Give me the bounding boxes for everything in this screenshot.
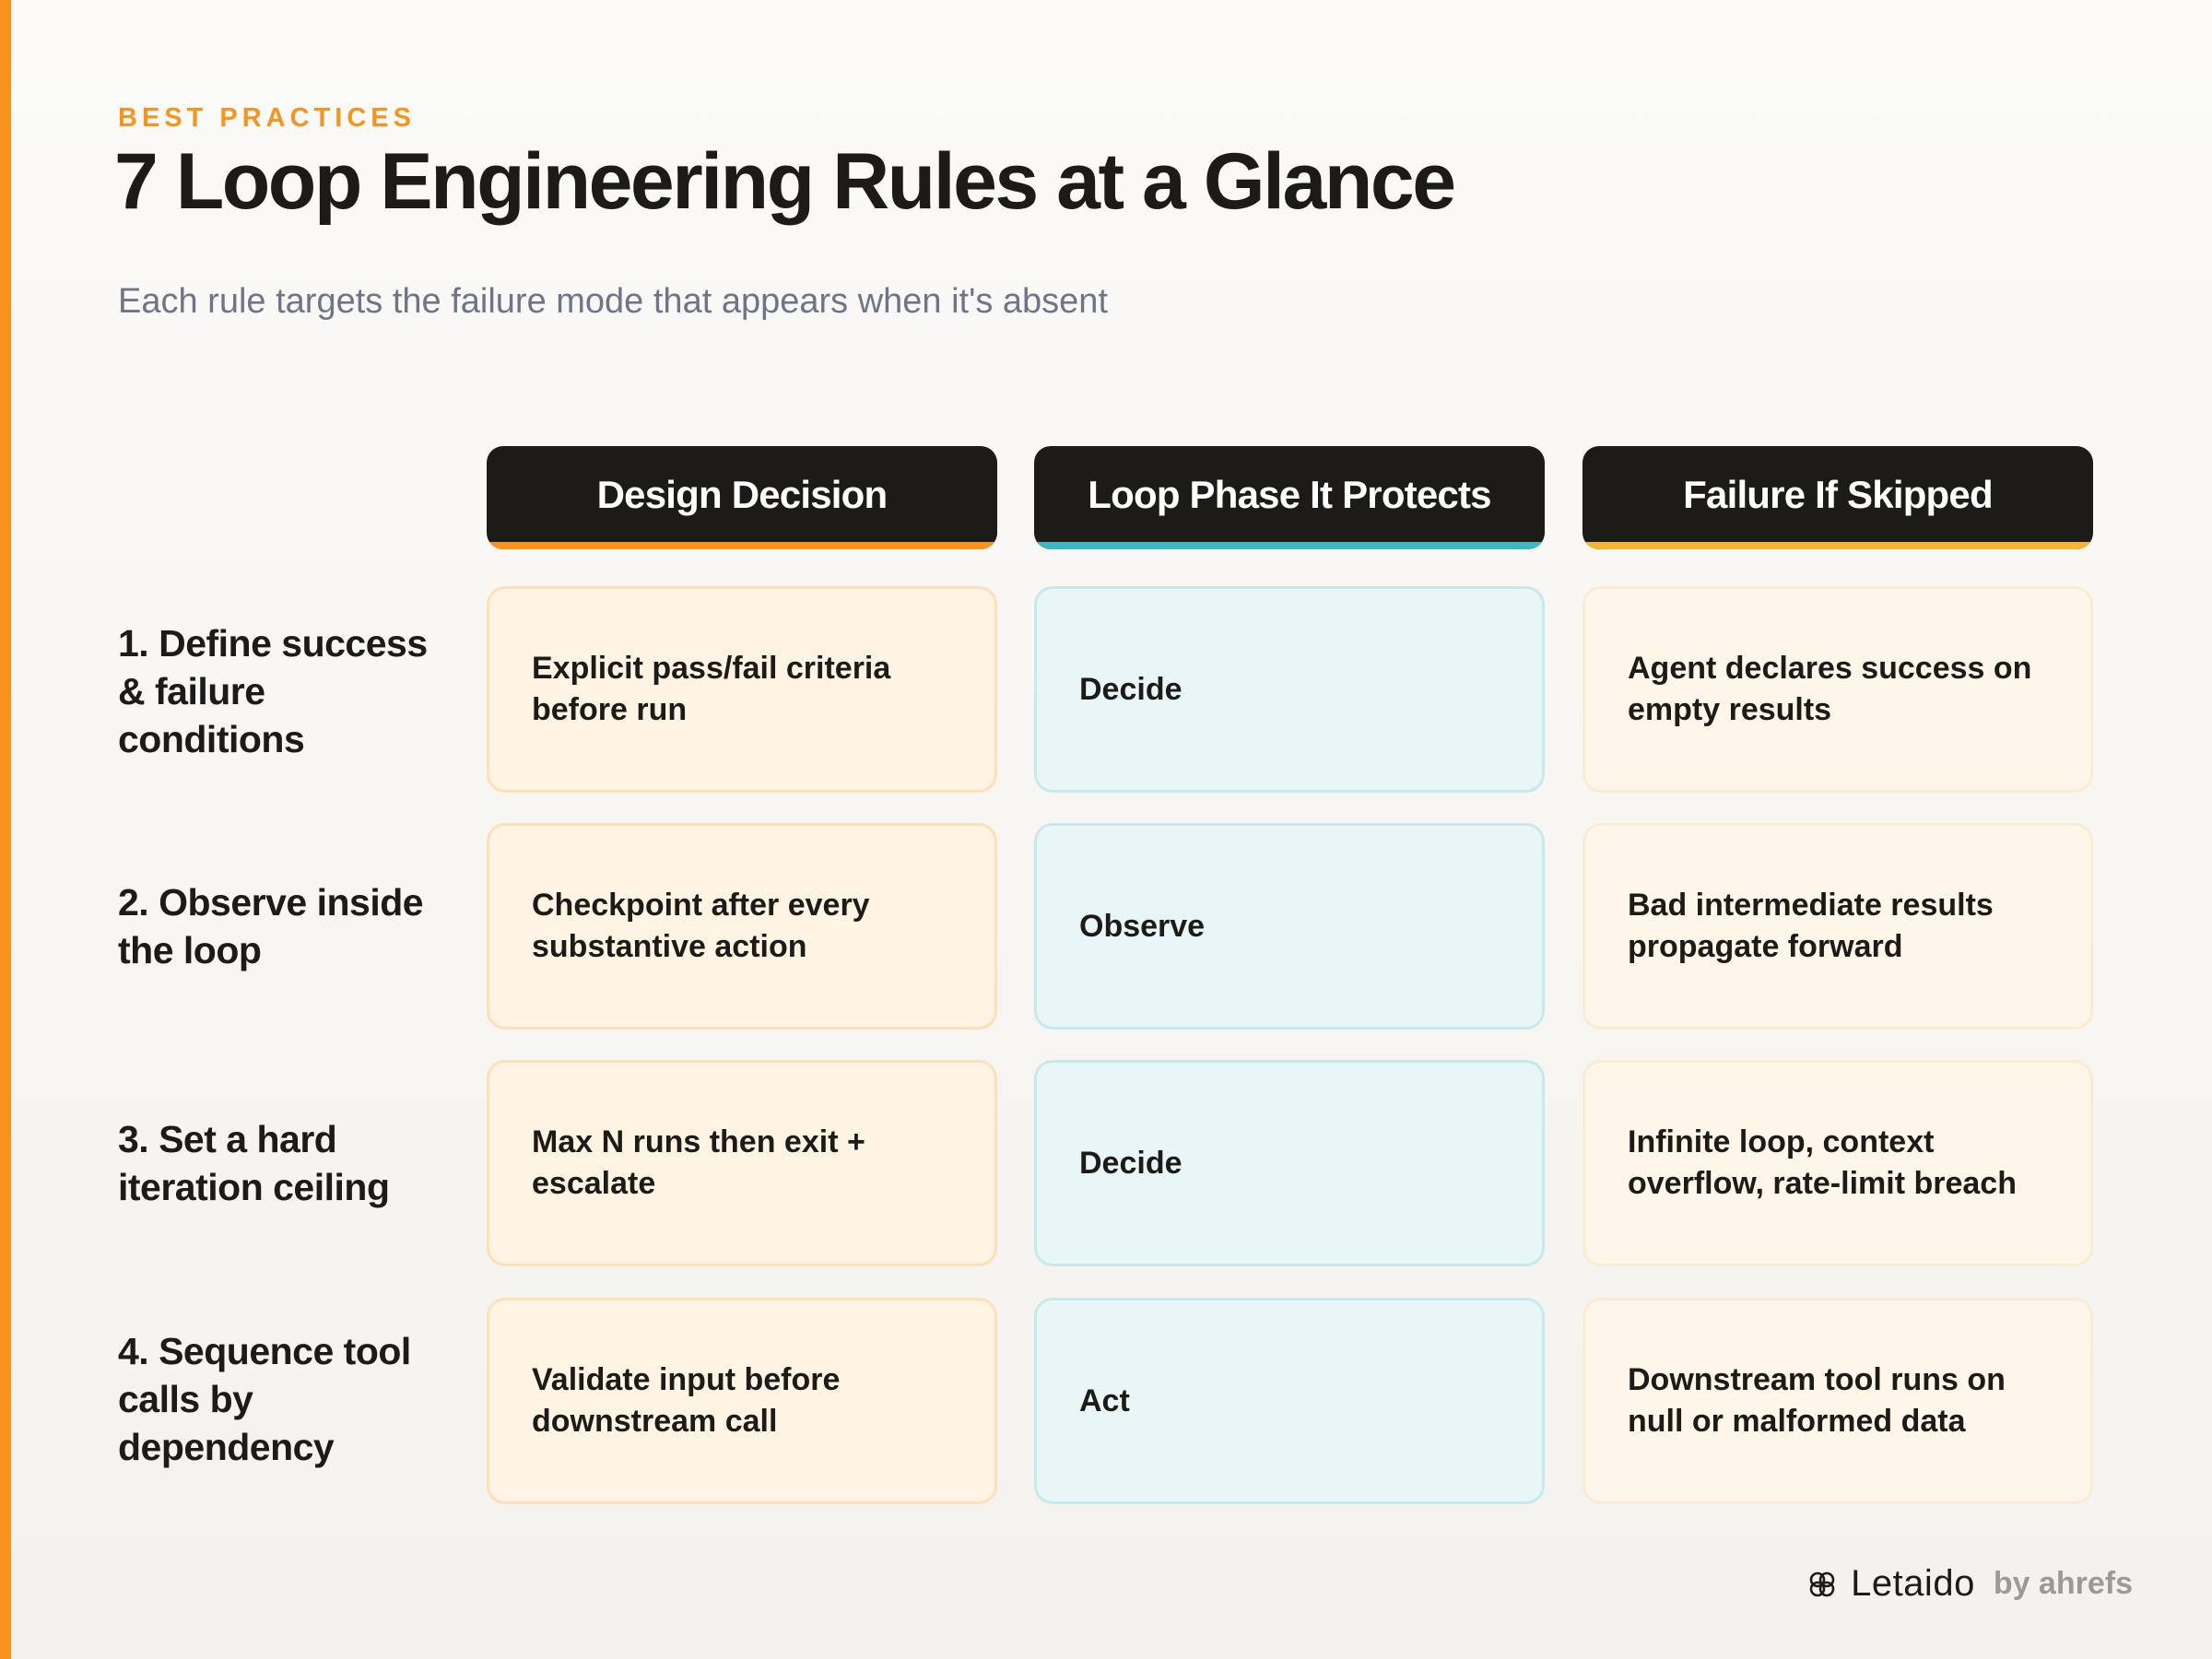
- eyebrow-label: BEST PRACTICES: [118, 103, 416, 133]
- brand-by-label: by ahrefs: [1993, 1566, 2133, 1601]
- cell-loop-phase: Act: [1034, 1298, 1545, 1504]
- column-header-failure-if-skipped: Failure If Skipped: [1583, 446, 2093, 549]
- column-header-loop-phase: Loop Phase It Protects: [1034, 446, 1545, 549]
- row-label-rule-2: 2. Observe inside the loop: [118, 881, 424, 971]
- cell-design-decision: Explicit pass/fail criteria before run: [487, 586, 997, 793]
- row-label-rule-4: 4. Sequence tool calls by dependency: [118, 1330, 411, 1468]
- cell-failure-if-skipped: Bad intermediate results propagate forwa…: [1583, 823, 2093, 1030]
- cell-loop-phase: Decide: [1034, 1060, 1545, 1266]
- cell-failure-if-skipped: Agent declares success on empty results: [1583, 586, 2093, 793]
- cell-loop-phase: Observe: [1034, 823, 1545, 1030]
- brand-name: Letaido: [1851, 1563, 1975, 1604]
- row-label-rule-3: 3. Set a hard iteration ceiling: [118, 1118, 390, 1208]
- column-header-design-decision: Design Decision: [487, 446, 997, 549]
- page-subtitle: Each rule targets the failure mode that …: [118, 282, 1109, 321]
- page-title: 7 Loop Engineering Rules at a Glance: [114, 137, 1456, 226]
- left-accent-bar: [0, 0, 11, 1659]
- row-label-rule-1: 1. Define success & failure conditions: [118, 622, 428, 760]
- cell-design-decision: Checkpoint after every substantive actio…: [487, 823, 997, 1030]
- cell-failure-if-skipped: Infinite loop, context overflow, rate-li…: [1583, 1060, 2093, 1266]
- cell-failure-if-skipped: Downstream tool runs on null or malforme…: [1583, 1298, 2093, 1504]
- brand-footer: Letaido by ahrefs: [1806, 1563, 2133, 1605]
- letaido-logo-icon: [1809, 1571, 1835, 1596]
- cell-design-decision: Validate input before downstream call: [487, 1298, 997, 1504]
- cell-design-decision: Max N runs then exit + escalate: [487, 1060, 997, 1266]
- cell-loop-phase: Decide: [1034, 586, 1545, 793]
